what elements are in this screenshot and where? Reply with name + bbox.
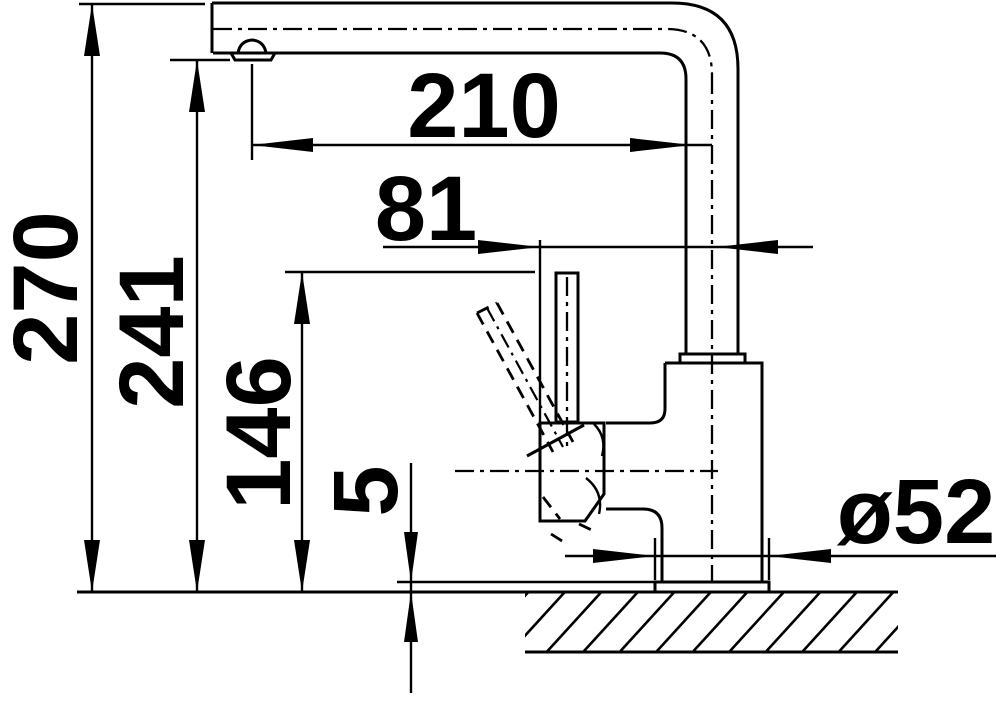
spout-inner-edge xyxy=(213,51,688,354)
dimension-lever-top-height: 146 xyxy=(208,270,535,592)
arrowhead-up xyxy=(189,60,205,112)
hatch-line xyxy=(873,625,898,652)
arrowhead-left xyxy=(716,240,778,254)
body-arm-bottom xyxy=(606,507,664,582)
dim-label-270: 270 xyxy=(0,211,97,365)
hatch-line xyxy=(617,592,677,652)
faucet-outline xyxy=(210,1,771,594)
hatch-line xyxy=(763,592,823,652)
arrowhead-down xyxy=(294,540,310,592)
hatch-line xyxy=(525,592,531,598)
arrowhead-down xyxy=(189,540,205,592)
aerator-plate xyxy=(228,51,278,62)
arrowhead-up xyxy=(84,4,100,56)
arrowhead-up xyxy=(404,592,418,642)
hatch-line xyxy=(836,592,896,652)
arrowhead-up xyxy=(294,272,310,324)
hatch-line xyxy=(800,592,859,652)
arrowhead-down xyxy=(404,532,418,582)
hub-cap-edge xyxy=(526,423,585,458)
hub-swing-arc-lower xyxy=(585,477,602,515)
countertop-hatch-lines xyxy=(525,592,898,652)
hatch-line xyxy=(654,592,713,652)
dimension-overall-height: 270 xyxy=(0,2,205,592)
dimension-base-diameter: ø52 xyxy=(565,461,996,580)
body-column-right xyxy=(665,361,764,582)
spout-centerline xyxy=(213,27,714,76)
dim-label-210: 210 xyxy=(407,55,561,157)
countertop xyxy=(77,590,898,654)
arrowhead-left xyxy=(769,549,831,563)
aerator-dome xyxy=(236,38,268,54)
hatch-line xyxy=(690,592,750,652)
hatch-line xyxy=(525,592,567,638)
arrowhead-right xyxy=(630,138,692,152)
hatch-line xyxy=(727,592,786,652)
arrowhead-down xyxy=(84,540,100,592)
dim-label-146: 146 xyxy=(208,356,310,510)
dimension-lever-offset: 81 xyxy=(375,158,813,423)
dim-label-5: 5 xyxy=(315,465,417,516)
hatch-line xyxy=(544,592,604,652)
arrowhead-right xyxy=(478,240,540,254)
dimension-spout-reach: 210 xyxy=(250,55,712,160)
lever-phantom-lowered xyxy=(541,496,599,546)
dim-label-81: 81 xyxy=(375,158,477,260)
dimension-base-plate-thickness: 5 xyxy=(315,463,655,693)
hatch-line xyxy=(581,592,640,652)
lever-phantom-raised xyxy=(475,301,575,453)
spout-outer-edge xyxy=(212,1,740,354)
body-column-left-upper xyxy=(606,363,667,425)
dimension-spout-outlet-height: 241 xyxy=(101,58,230,592)
arrowhead-left xyxy=(252,138,313,152)
arrowhead-right xyxy=(593,549,655,563)
hub-swing-arc-upper xyxy=(593,423,605,457)
dim-label-241: 241 xyxy=(101,255,203,409)
cartridge-housing xyxy=(538,421,606,523)
dim-label-diameter-52: ø52 xyxy=(837,461,996,563)
